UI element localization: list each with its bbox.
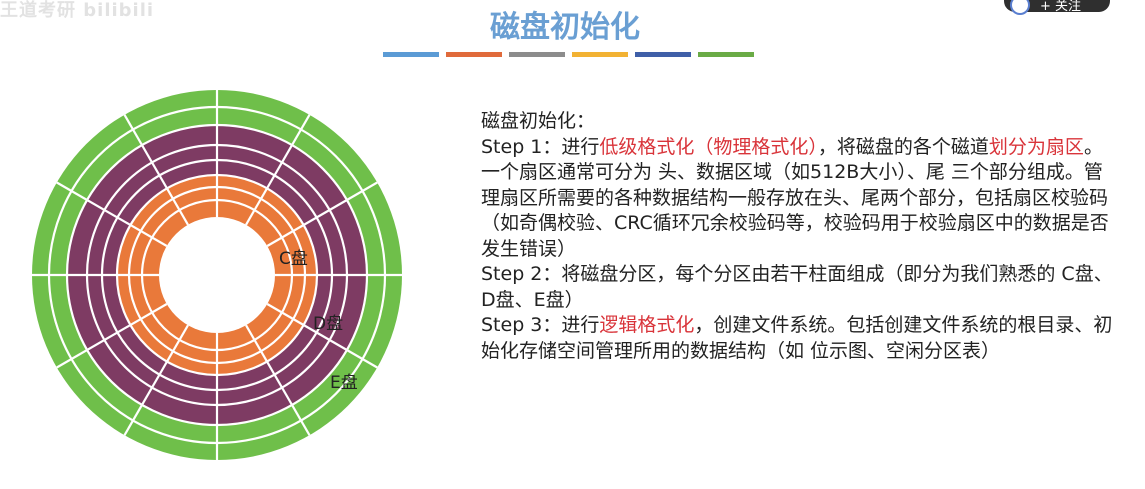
label-d-drive: D盘: [313, 314, 344, 334]
follow-button[interactable]: + 关注: [1004, 0, 1110, 15]
disk-hole: [159, 217, 275, 333]
sector-division-highlight: 划分为扇区: [988, 135, 1084, 158]
step1-prefix: Step 1：进行: [481, 135, 600, 158]
sector-line: [56, 303, 168, 369]
color-bar-segment: [446, 52, 502, 57]
sector-line: [245, 324, 311, 436]
step3-prefix: Step 3：进行: [481, 314, 600, 336]
sector-line: [245, 114, 311, 226]
step1-mid: ，将磁盘的各个磁道: [817, 135, 989, 158]
color-bar-segment: [635, 52, 691, 57]
sector-line: [266, 181, 378, 247]
step-1: Step 1：进行低级格式化（物理格式化），将磁盘的各个磁道划分为扇区。一个扇区…: [481, 135, 1121, 263]
sector-line: [56, 181, 168, 247]
step1-rest: 。一个扇区通常可分为 头、数据区域（如512B大小）、尾 三个部分组成。管理扇区…: [481, 135, 1109, 260]
color-bar-segment: [509, 52, 565, 57]
disk-diagram: [32, 90, 402, 460]
follow-label: + 关注: [1040, 0, 1082, 14]
color-bar-segment: [698, 52, 754, 57]
avatar: [1010, 0, 1030, 15]
color-bar-segment: [383, 52, 439, 57]
label-c-drive: C盘: [279, 249, 308, 269]
step-3: Step 3：进行逻辑格式化，创建文件系统。包括创建文件系统的根目录、初始化存储…: [481, 313, 1121, 364]
sector-lines: [32, 90, 402, 460]
content-heading: 磁盘初始化：: [481, 110, 596, 132]
step3-rest: ，创建文件系统。包括创建文件系统的根目录、初始化存储空间管理所用的数据结构（如 …: [481, 314, 1113, 362]
color-bar-segment: [572, 52, 628, 57]
sector-line: [266, 303, 378, 369]
sector-line: [123, 324, 189, 436]
sector-line: [123, 114, 189, 226]
low-level-format-highlight: 低级格式化（物理格式化）: [599, 135, 818, 158]
logical-format-highlight: 逻辑格式化: [599, 314, 695, 336]
label-e-drive: E盘: [330, 373, 358, 393]
step-2: Step 2：将磁盘分区，每个分区由若干柱面组成（即分为我们熟悉的 C盘、D盘、…: [481, 263, 1113, 311]
page-title: 磁盘初始化: [490, 10, 640, 45]
content-text: 磁盘初始化： Step 1：进行低级格式化（物理格式化），将磁盘的各个磁道划分为…: [481, 109, 1121, 364]
watermark: 王道考研 bilibili: [0, 0, 155, 21]
